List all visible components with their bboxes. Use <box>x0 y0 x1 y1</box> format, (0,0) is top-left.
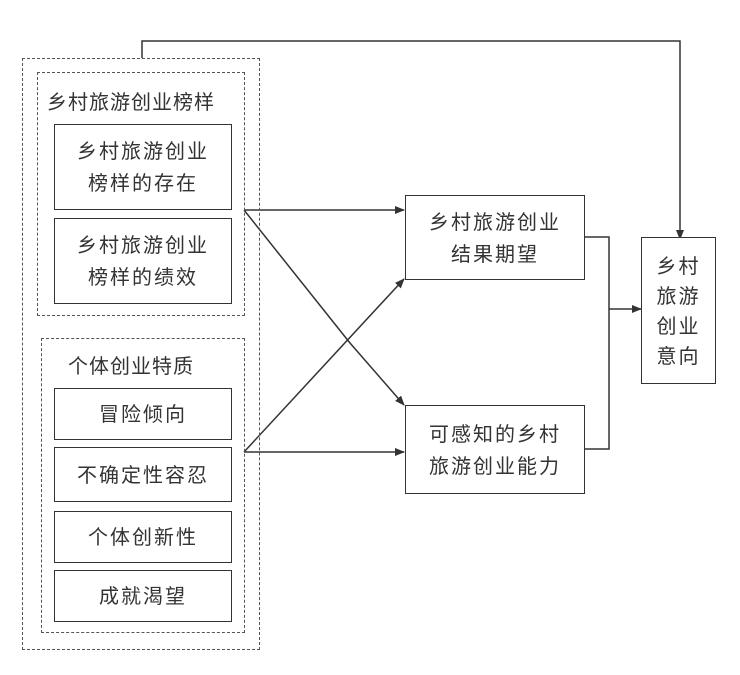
node-perceived-ability: 可感知的乡村 旅游创业能力 <box>405 405 585 494</box>
traits-group-title: 个体创业特质 <box>68 354 194 378</box>
node-entrepreneurial-intention: 乡村 旅游 创业 意向 <box>641 237 716 384</box>
node-uncertainty-tolerance: 不确定性容忍 <box>54 447 232 502</box>
arrow-traits-to-expectation <box>243 278 405 453</box>
node-role-model-existence: 乡村旅游创业 榜样的存在 <box>54 124 232 210</box>
role-model-group-title: 乡村旅游创业榜样 <box>47 90 215 114</box>
entrepreneurial-traits-group <box>41 338 245 633</box>
node-innovativeness: 个体创新性 <box>54 511 232 563</box>
role-model-group <box>37 72 245 316</box>
arrow-rolemodel-to-ability <box>243 209 405 406</box>
outer-antecedent-group <box>22 58 260 650</box>
node-need-for-achievement: 成就渴望 <box>54 570 232 622</box>
node-risk-propensity: 冒险倾向 <box>54 388 232 440</box>
connector-expectation-merge <box>584 236 610 450</box>
node-outcome-expectation: 乡村旅游创业 结果期望 <box>405 195 585 280</box>
node-role-model-performance: 乡村旅游创业 榜样的绩效 <box>54 218 232 304</box>
arrow-outer-to-intention <box>141 40 684 240</box>
